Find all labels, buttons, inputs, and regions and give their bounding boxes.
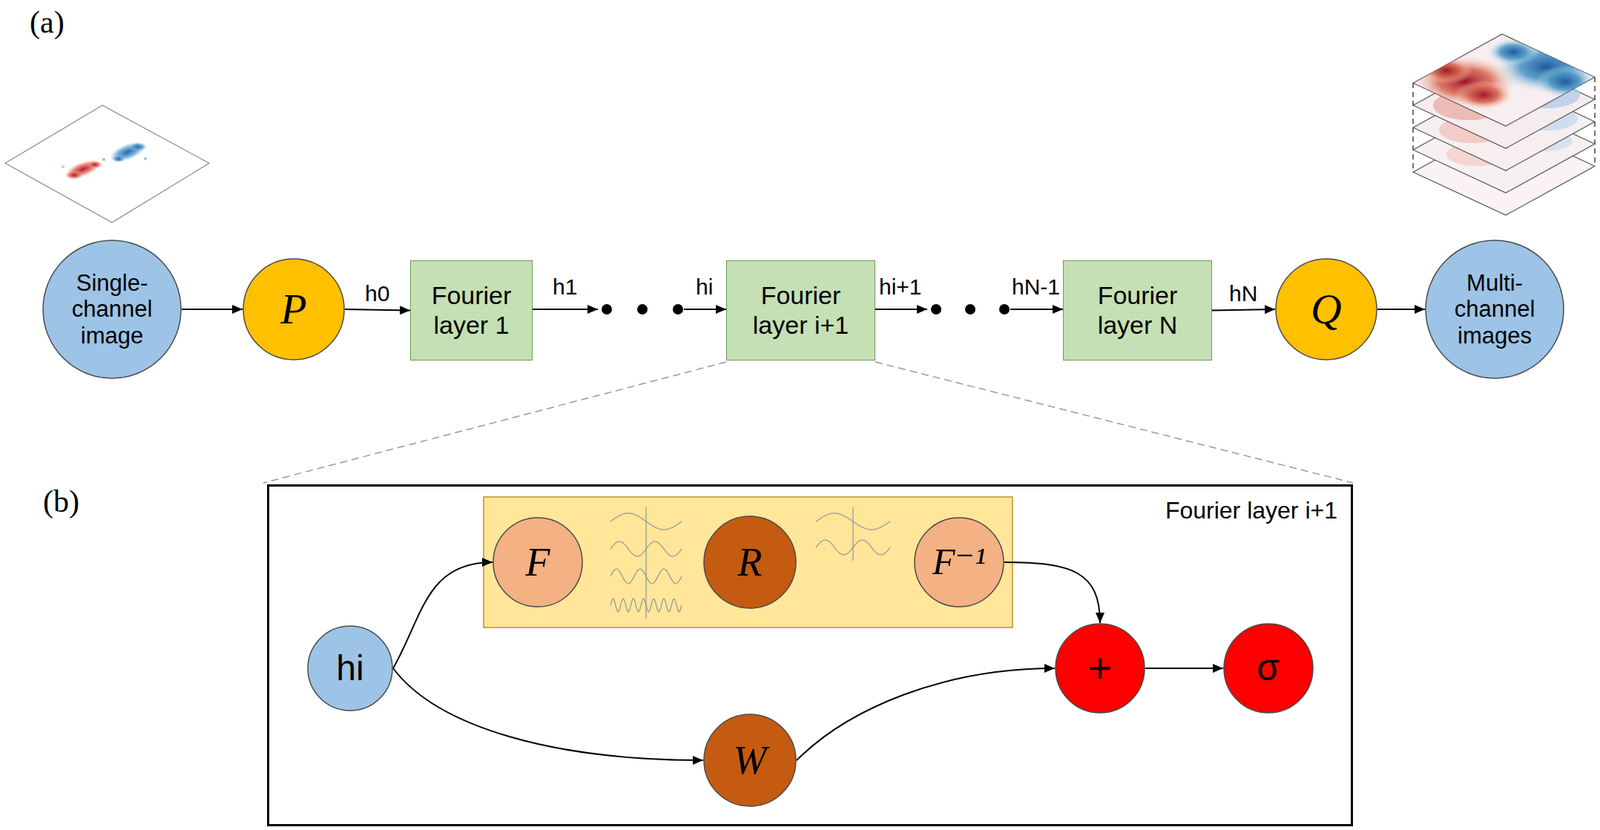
arrow-connector: [1377, 308, 1425, 311]
node-label: Fourier layer 1: [417, 281, 526, 339]
panel-heading: Fourier layer i+1: [1165, 496, 1338, 525]
signal-name: hi+1: [878, 274, 923, 301]
signal-name: hi: [695, 274, 713, 301]
panel-tag: (b): [43, 483, 80, 520]
arrow-connector: [344, 309, 411, 311]
lifting-operator: P: [242, 258, 345, 361]
node-label: Fourier layer N: [1070, 281, 1205, 339]
node-label: F: [525, 539, 551, 586]
node-label: R: [738, 539, 763, 586]
linear-transform: W: [703, 713, 797, 808]
arrow-connector: [393, 562, 493, 669]
output-image-stack: [1413, 34, 1599, 216]
node-label: P: [280, 284, 307, 335]
fourier-layer-detail: Fourier layer i+1 hi F R F⁻¹ W + σ: [267, 484, 1353, 827]
node-label: σ: [1257, 646, 1281, 690]
arrow-connector: [181, 308, 243, 311]
node-label: +: [1088, 644, 1113, 693]
fourier-layer-box: Fourier layer 1: [410, 260, 533, 361]
fourier-transform: F: [492, 517, 584, 608]
node-label: Fourier layer i+1: [733, 281, 868, 339]
zoom-guide: [263, 361, 1353, 483]
activation: σ: [1223, 623, 1314, 714]
signal-name: hN-1: [1011, 274, 1060, 301]
node-label: Multi- channel images: [1444, 270, 1546, 350]
inverse-fourier: F⁻¹: [913, 517, 1005, 608]
signal-name: h1: [552, 274, 578, 301]
signal-name: h0: [364, 281, 390, 308]
node-label: W: [733, 737, 767, 784]
arrow-connector: [393, 668, 704, 761]
projection-operator: Q: [1275, 258, 1378, 361]
spectral-panel: [483, 496, 1013, 628]
arrow-connector: [796, 668, 1055, 761]
arrow-connector: [1145, 667, 1224, 670]
output-node: Multi- channel images: [1424, 239, 1565, 380]
signal-name: hN: [1229, 281, 1258, 308]
arrow-connector: [1212, 309, 1276, 311]
panel-tag: (a): [29, 4, 65, 41]
fourier-layer-box: Fourier layer N: [1062, 260, 1213, 361]
hidden-state: hi: [307, 625, 394, 712]
fourier-layer-box: Fourier layer i+1: [726, 260, 876, 361]
node-label: hi: [336, 647, 364, 689]
node-label: F⁻¹: [932, 540, 986, 584]
node-label: Single- channel image: [62, 270, 163, 350]
spectral-weights: R: [703, 515, 797, 609]
input-image: [5, 105, 210, 223]
sum-node: +: [1054, 623, 1146, 714]
wave-icons: [610, 507, 891, 619]
node-label: Q: [1310, 284, 1342, 335]
arrow-connector: [1004, 562, 1101, 624]
input-node: Single- channel image: [42, 239, 182, 380]
